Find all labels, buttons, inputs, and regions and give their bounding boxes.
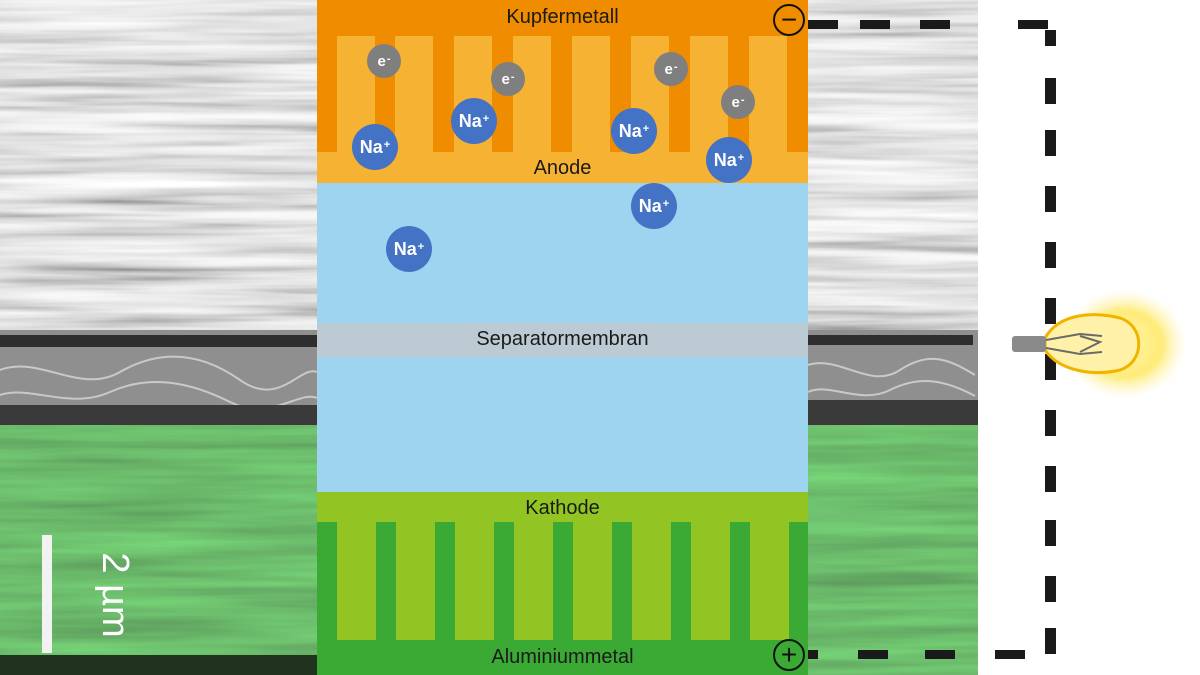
electron: e- xyxy=(721,85,755,119)
electron: e- xyxy=(491,62,525,96)
light-bulb-icon xyxy=(1012,289,1187,399)
battery-schematic: Kupfermetall Anode Separatormembran Kath… xyxy=(317,0,808,675)
sodium-ion: Na+ xyxy=(451,98,497,144)
anode-label: Anode xyxy=(533,157,592,179)
separator-membrane xyxy=(317,323,808,357)
electron: e- xyxy=(367,44,401,78)
sodium-ion: Na+ xyxy=(706,137,752,183)
cathode-fingers xyxy=(337,522,789,640)
cathode-label: Kathode xyxy=(525,497,600,519)
negative-terminal-icon: − xyxy=(773,4,805,36)
copper-collector xyxy=(317,0,808,36)
positive-terminal-icon: + xyxy=(773,639,805,671)
scale-bar-label: 2 µm xyxy=(94,552,136,638)
wire-vertical xyxy=(1045,30,1056,654)
sodium-ion: Na+ xyxy=(631,183,677,229)
sodium-ion: Na+ xyxy=(386,226,432,272)
aluminium-collector xyxy=(317,640,808,675)
electrolyte-lower xyxy=(317,357,808,492)
electron: e- xyxy=(654,52,688,86)
cathode-layer xyxy=(317,492,808,522)
sodium-ion: Na+ xyxy=(611,108,657,154)
separator-label: Separatormembran xyxy=(476,328,649,350)
wire-top xyxy=(808,20,1048,29)
copper-metal-label: Kupfermetall xyxy=(506,6,619,28)
aluminium-metal-label: Aluminiummetal xyxy=(491,646,634,668)
sodium-ion: Na+ xyxy=(352,124,398,170)
wire-bottom xyxy=(808,650,1025,659)
scale-bar xyxy=(42,535,52,653)
